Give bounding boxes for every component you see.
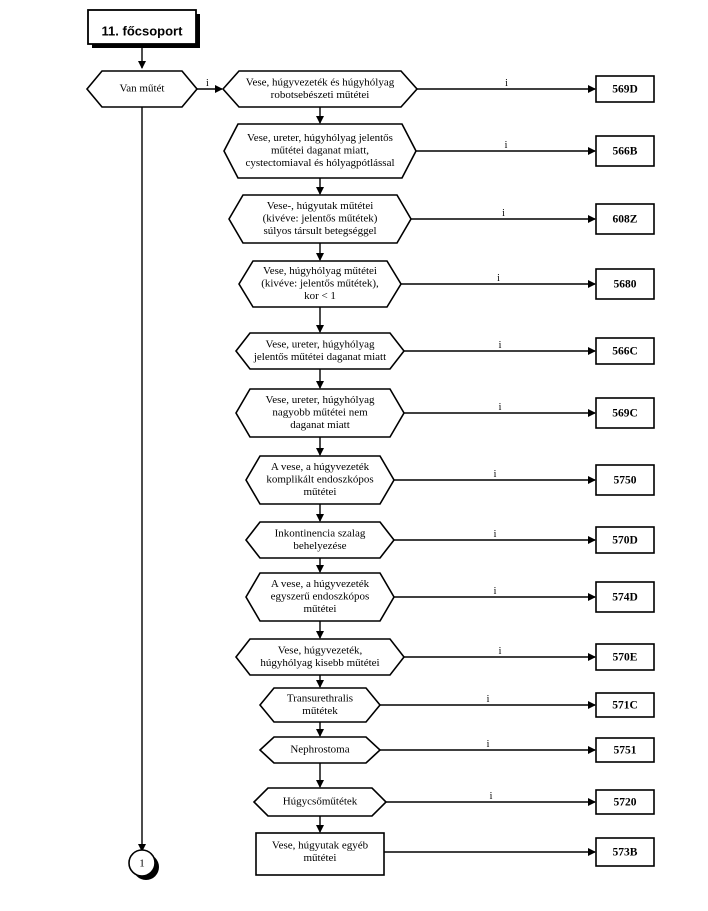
decision-label-line: műtétei xyxy=(304,486,337,498)
decision-label-line: komplikált endoszkópos xyxy=(266,474,373,486)
start-decision-label: Van műtét xyxy=(120,83,165,95)
result-box xyxy=(595,75,655,103)
result-code: 571C xyxy=(612,700,638,712)
start-branch-label: i xyxy=(206,78,209,89)
result-code: 574D xyxy=(612,592,638,604)
branch-label: i xyxy=(494,469,497,480)
decision-label-line: Vese, húgyhólyag műtétei xyxy=(263,265,377,277)
result-code: 569C xyxy=(612,408,638,420)
decision-label-line: Vese, ureter, húgyhólyag xyxy=(266,338,375,350)
result-code: 569D xyxy=(612,84,638,96)
decision-label-line: műtétei daganat miatt, xyxy=(271,145,369,157)
branch-label: i xyxy=(497,273,500,284)
result-code: 5680 xyxy=(614,279,637,291)
connector-1: 1 xyxy=(128,849,159,880)
decision-label-line: Vese-, húgyutak műtétei xyxy=(267,200,374,212)
decision-label-line: robotsebészeti műtétei xyxy=(271,89,370,101)
connector-label: 1 xyxy=(139,858,145,870)
decision-label-line: Vese, húgyvezeték és húgyhólyag xyxy=(246,76,395,88)
result-box xyxy=(595,837,655,867)
result-box xyxy=(595,789,655,815)
decision-label-line: kor < 1 xyxy=(304,290,336,302)
branch-label: i xyxy=(505,140,508,151)
decision-label-line: Inkontinencia szalag xyxy=(275,527,366,539)
branch-label: i xyxy=(494,529,497,540)
result-box xyxy=(595,737,655,763)
decision-label-line: daganat miatt xyxy=(290,419,350,431)
decision-label-line: húgyhólyag kisebb műtétei xyxy=(260,657,379,669)
result-code: 5750 xyxy=(614,475,637,487)
decision-label-line: műtétei xyxy=(304,603,337,615)
decision-label-line: jelentős műtétei daganat miatt xyxy=(253,351,386,363)
decision-label-line: súlyos társult betegséggel xyxy=(263,225,376,237)
result-code: 570D xyxy=(612,535,638,547)
decision-label-line: cystectomiaval és hólyagpótlással xyxy=(245,157,394,169)
result-code: 5720 xyxy=(614,797,637,809)
branch-label: i xyxy=(499,402,502,413)
branch-label: i xyxy=(490,791,493,802)
decision-label-line: A vese, a húgyvezeték xyxy=(271,578,370,590)
result-code: 573B xyxy=(613,847,638,859)
start-decision: Van műtét xyxy=(85,70,199,108)
decision-label-line: nagyobb műtétei nem xyxy=(272,407,368,419)
final-process-label-line: Vese, húgyutak egyéb xyxy=(272,839,369,851)
final-process-node xyxy=(255,832,385,876)
branch-label: i xyxy=(499,340,502,351)
result-box xyxy=(595,337,655,365)
decision-label-line: műtétek xyxy=(302,705,338,717)
result-code: 566C xyxy=(612,346,638,358)
result-code: 5751 xyxy=(614,745,637,757)
decision-label-line: Vese, ureter, húgyhólyag jelentős xyxy=(247,132,393,144)
result-box xyxy=(595,692,655,718)
decision-label-line: (kivéve: jelentős műtétek), xyxy=(261,278,379,290)
group-title: 11. főcsoport xyxy=(102,23,184,38)
decision-label-line: behelyezése xyxy=(293,540,346,552)
branch-label: i xyxy=(499,646,502,657)
branch-label: i xyxy=(502,208,505,219)
decision-label-line: Nephrostoma xyxy=(290,744,349,756)
result-box xyxy=(595,581,655,613)
decision-label-line: (kivéve: jelentős műtétek) xyxy=(263,213,378,225)
decision-label-line: Vese, húgyvezeték, xyxy=(278,644,363,656)
result-code: 566B xyxy=(613,146,638,158)
decision-label-line: Transurethralis xyxy=(287,692,353,704)
result-box xyxy=(595,643,655,671)
final-process-label-line: műtétei xyxy=(304,852,337,864)
branch-label: i xyxy=(494,586,497,597)
result-box xyxy=(595,203,655,235)
result-code: 570E xyxy=(613,652,638,664)
decision-label-line: Húgycsőműtétek xyxy=(283,796,358,808)
decisions-layer: Vese, húgyvezeték és húgyhólyagrobotsebé… xyxy=(221,70,655,876)
group-header: 11. főcsoport xyxy=(87,9,200,48)
branch-label: i xyxy=(487,739,490,750)
decision-label-line: egyszerű endoszkópos xyxy=(271,591,370,603)
decision-label-line: Vese, ureter, húgyhólyag xyxy=(266,394,375,406)
result-box xyxy=(595,268,655,300)
branch-label: i xyxy=(487,694,490,705)
branch-label: i xyxy=(505,78,508,89)
result-box xyxy=(595,526,655,554)
result-box xyxy=(595,135,655,167)
decision-label-line: A vese, a húgyvezeték xyxy=(271,461,370,473)
result-code: 608Z xyxy=(613,214,638,226)
result-box xyxy=(595,397,655,429)
result-box xyxy=(595,464,655,496)
